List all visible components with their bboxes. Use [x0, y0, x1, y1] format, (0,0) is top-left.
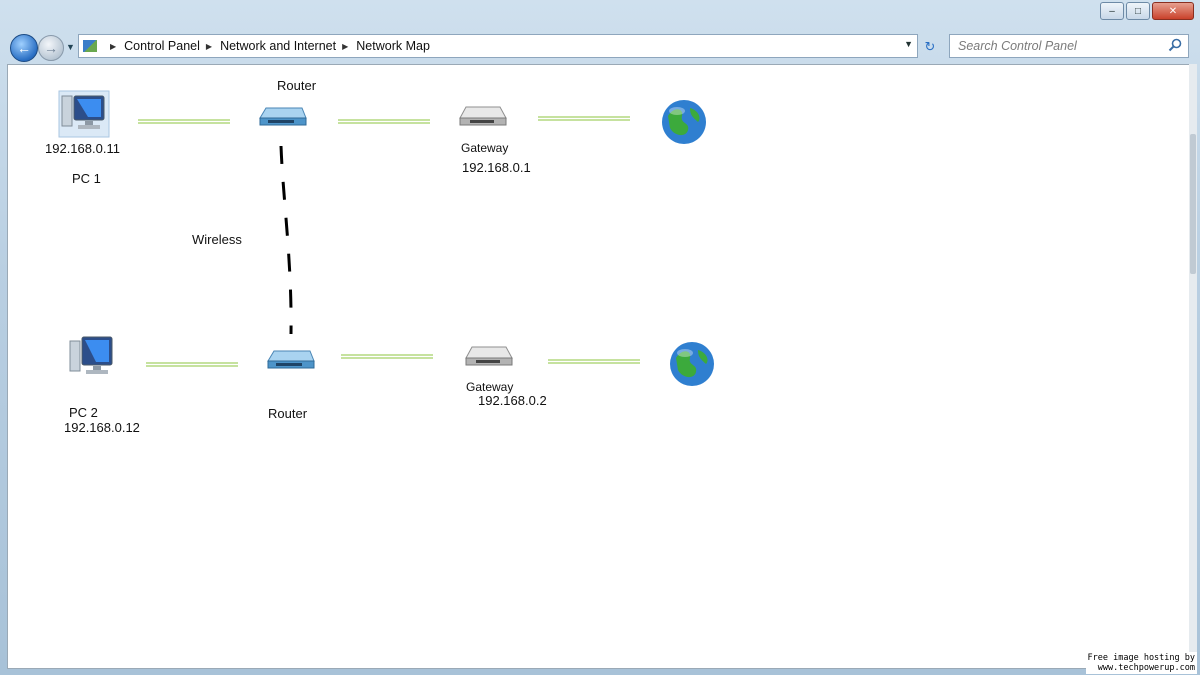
control-panel-icon: [82, 38, 100, 54]
search-icon[interactable]: [1168, 38, 1182, 52]
pc1-name-label: PC 1: [72, 171, 101, 186]
forward-button[interactable]: →: [38, 35, 64, 61]
gateway-top-label: Gateway: [461, 141, 509, 155]
wireless-label: Wireless: [192, 232, 242, 247]
breadcrumb-network-and-internet[interactable]: Network and Internet: [220, 39, 337, 53]
gateway-bottom-ip-label: 192.168.0.2: [478, 393, 547, 408]
search-box[interactable]: [949, 34, 1189, 58]
wired-link-pc2-router: [146, 362, 238, 367]
wired-link-gateway-internet-top: [538, 116, 630, 121]
chevron-right-icon[interactable]: ▶: [342, 41, 349, 51]
router-icon[interactable]: [266, 347, 316, 371]
address-dropdown-icon[interactable]: ▼: [904, 39, 913, 49]
address-bar[interactable]: ▶ Control Panel ▶ Network and Internet ▶…: [78, 34, 918, 58]
wired-link-gateway-internet-bottom: [548, 359, 640, 364]
watermark: Free image hosting by www.techpowerup.co…: [1085, 652, 1197, 674]
window-controls: – □ ✕: [1098, 2, 1194, 20]
refresh-icon[interactable]: ↻: [924, 39, 936, 54]
computer-icon[interactable]: [58, 90, 110, 138]
wired-link-router-gateway-bottom: [341, 354, 433, 359]
watermark-line2: www.techpowerup.com: [1097, 663, 1195, 673]
internet-globe-icon[interactable]: [660, 98, 708, 146]
chevron-right-icon[interactable]: ▶: [110, 41, 117, 51]
router-icon[interactable]: [258, 104, 308, 128]
internet-globe-icon[interactable]: [668, 340, 716, 388]
router-bottom-label: Router: [268, 406, 308, 421]
gateway-icon[interactable]: [464, 343, 514, 369]
back-arrow-icon: ←: [17, 40, 31, 56]
close-button[interactable]: ✕: [1152, 2, 1194, 20]
watermark-line1: Free image hosting by: [1087, 653, 1195, 663]
minimize-button[interactable]: –: [1100, 2, 1124, 20]
pc1-ip-label: 192.168.0.11: [45, 141, 120, 156]
wired-link-pc1-router: [138, 119, 230, 124]
computer-icon[interactable]: [66, 335, 118, 383]
scrollbar-thumb[interactable]: [1190, 134, 1196, 274]
back-button[interactable]: ←: [10, 34, 38, 62]
gateway-icon[interactable]: [458, 103, 508, 129]
vertical-scrollbar[interactable]: [1189, 64, 1197, 668]
gateway-bottom-label: Gateway: [466, 380, 514, 394]
router-top-label: Router: [277, 78, 317, 93]
chevron-right-icon[interactable]: ▶: [205, 41, 213, 51]
search-input[interactable]: [956, 35, 1170, 57]
breadcrumb-network-map[interactable]: Network Map: [356, 39, 430, 53]
forward-arrow-icon: →: [44, 40, 58, 56]
wired-link-router-gateway-top: [338, 119, 430, 124]
pc2-ip-label: 192.168.0.12: [64, 420, 140, 435]
navigation-bar: ← → ▼ ▶ Control Panel ▶ Network and Inte…: [0, 29, 1200, 63]
recent-pages-dropdown[interactable]: ▼: [66, 42, 75, 52]
maximize-button[interactable]: □: [1126, 2, 1150, 20]
gateway-top-ip-label: 192.168.0.1: [462, 160, 531, 175]
wireless-link: [279, 145, 293, 335]
breadcrumb-control-panel[interactable]: Control Panel: [124, 39, 200, 53]
pc2-name-label: PC 2: [69, 405, 98, 420]
